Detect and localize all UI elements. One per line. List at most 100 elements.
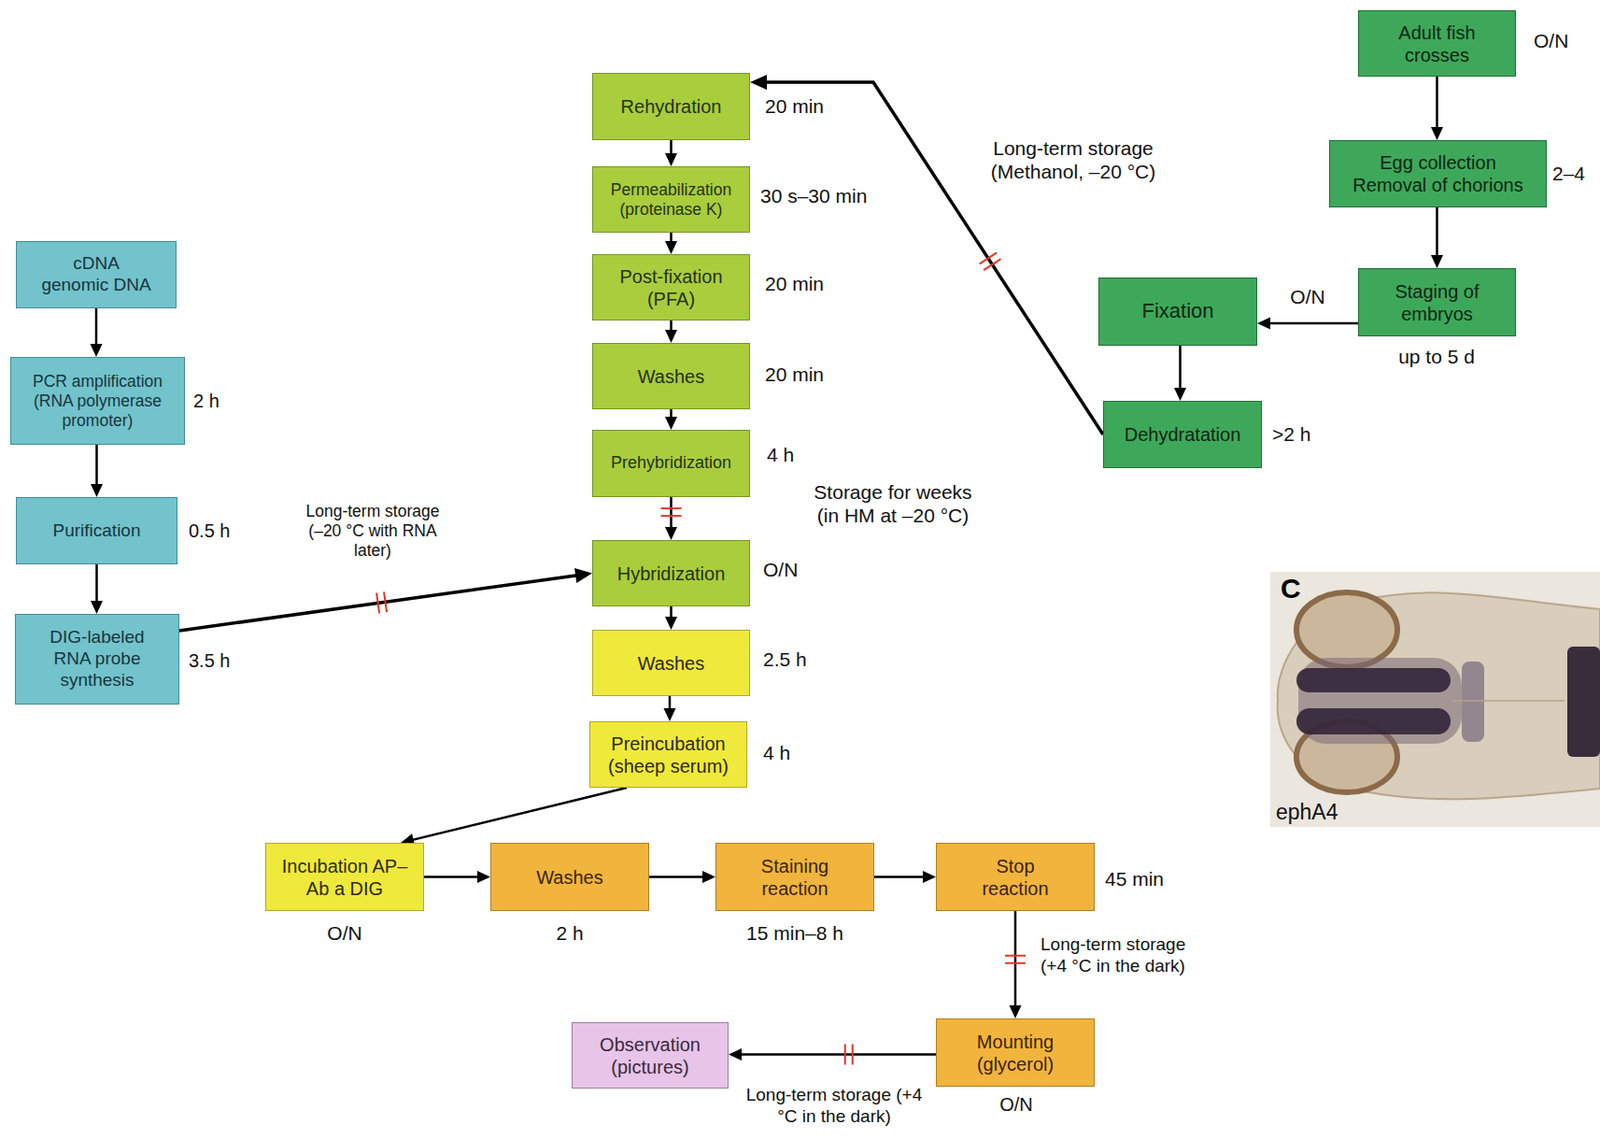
step-label: Dehydratation bbox=[1124, 423, 1242, 446]
flow-arrow bbox=[424, 870, 491, 883]
stain-stripe bbox=[1296, 707, 1451, 735]
step-box: Prehybridization bbox=[592, 429, 751, 497]
arrow-head bbox=[665, 240, 678, 255]
flow-arrow bbox=[664, 695, 677, 722]
flow-arrow bbox=[665, 232, 678, 255]
duration-label: O/N bbox=[326, 920, 362, 945]
stain-stripe bbox=[1296, 667, 1451, 693]
step-box: Incubation AP–Ab a DIG bbox=[265, 842, 425, 911]
step-box: Hybridization bbox=[592, 539, 751, 607]
step-box: cDNA genomic DNA bbox=[15, 240, 177, 309]
duration-label: O/N bbox=[1289, 284, 1325, 309]
arrow-line bbox=[1435, 76, 1439, 129]
step-label: Preincubation (sheep serum) bbox=[597, 732, 739, 778]
step-label: DIG-labeled RNA probe synthesis bbox=[36, 626, 158, 691]
arrow-head bbox=[90, 600, 103, 614]
duration-label: 3.5 h bbox=[188, 649, 230, 672]
flow-arrow bbox=[665, 140, 678, 167]
step-box: Washes bbox=[592, 342, 751, 410]
arrow-line bbox=[669, 496, 673, 529]
arrow-line bbox=[1178, 345, 1182, 390]
storage-break-mark bbox=[376, 593, 380, 614]
duration-label: 2–4 bbox=[1552, 161, 1586, 185]
duration-label: 4 h bbox=[763, 740, 791, 765]
storage-break-mark bbox=[851, 1044, 854, 1065]
step-label: Staining reaction bbox=[743, 854, 847, 900]
flow-arrow bbox=[90, 308, 103, 357]
arrow-head bbox=[1257, 317, 1271, 330]
step-box: Staging of embryos bbox=[1358, 268, 1516, 337]
step-label: Purification bbox=[53, 520, 142, 542]
step-box: Adult fish crosses bbox=[1358, 10, 1516, 77]
flow-arrow bbox=[1430, 76, 1444, 141]
duration-label: 0.5 h bbox=[188, 519, 230, 542]
step-box: Egg collection Removal of chorions bbox=[1329, 140, 1547, 208]
step-box: DIG-labeled RNA probe synthesis bbox=[14, 613, 180, 705]
stain-band bbox=[1461, 661, 1485, 742]
duration-label: 15 min–8 h bbox=[746, 920, 844, 945]
step-label: Stop reaction bbox=[968, 854, 1062, 900]
step-label: Fixation bbox=[1141, 298, 1214, 324]
arrow-head bbox=[664, 707, 677, 722]
duration-label: 30 s–30 min bbox=[760, 184, 867, 208]
duration-label: 2 h bbox=[193, 389, 220, 412]
step-label: Incubation AP–Ab a DIG bbox=[273, 854, 416, 900]
duration-label: 2 h bbox=[555, 920, 583, 945]
duration-label: 20 min bbox=[764, 271, 824, 296]
storage-break-mark bbox=[979, 252, 997, 264]
duration-label: O/N bbox=[1533, 28, 1569, 53]
arrow-head bbox=[665, 416, 678, 430]
arrow-line bbox=[764, 82, 1104, 435]
step-label: Washes bbox=[637, 651, 706, 675]
flow-arrow bbox=[1257, 317, 1359, 330]
arrow-head bbox=[922, 870, 936, 883]
flow-arrow bbox=[90, 444, 103, 497]
flow-arrow bbox=[1005, 910, 1026, 1019]
duration-label: 4 h bbox=[766, 442, 794, 467]
step-label: Adult fish crosses bbox=[1376, 21, 1499, 67]
duration-label: O/N bbox=[763, 557, 798, 581]
step-box: Mounting (glycerol) bbox=[935, 1018, 1095, 1087]
stain-band bbox=[1567, 646, 1600, 757]
arrow-head bbox=[90, 343, 103, 357]
flow-arrow bbox=[90, 564, 103, 614]
duration-label: up to 5 d bbox=[1398, 344, 1475, 369]
arrow-line bbox=[411, 787, 627, 840]
arrow-line bbox=[669, 140, 673, 156]
flow-arrow bbox=[1174, 345, 1187, 401]
arrow-line bbox=[95, 564, 99, 603]
duration-label: >2 h bbox=[1272, 422, 1311, 446]
arrow-head bbox=[665, 526, 678, 540]
arrow-line bbox=[95, 308, 99, 346]
step-box: Post-fixation (PFA) bbox=[592, 254, 751, 321]
duration-label: O/N bbox=[999, 1092, 1034, 1116]
step-box: Permeabilization (proteinase K) bbox=[592, 166, 751, 233]
storage-break-mark bbox=[844, 1044, 847, 1065]
step-box: Fixation bbox=[1098, 277, 1258, 346]
larva-head bbox=[1277, 592, 1600, 799]
panel-letter: C bbox=[1280, 571, 1302, 606]
arrow-head bbox=[665, 329, 678, 343]
arrow-head bbox=[1430, 254, 1444, 269]
step-box: PCR amplification (RNA polymerase promot… bbox=[10, 356, 185, 445]
step-label: Staging of embryos bbox=[1376, 280, 1499, 326]
arrow-line bbox=[1435, 207, 1439, 257]
flow-arrow bbox=[661, 496, 682, 540]
arrow-head bbox=[702, 870, 716, 883]
step-label: Rehydration bbox=[621, 95, 723, 118]
arrow-line bbox=[1014, 910, 1018, 1007]
step-label: Post-fixation (PFA) bbox=[600, 265, 742, 311]
arrow-line bbox=[424, 875, 480, 878]
flow-arrow bbox=[1430, 207, 1444, 269]
flow-arrow bbox=[179, 567, 593, 631]
flow-arrow bbox=[649, 870, 716, 883]
step-box: Stop reaction bbox=[935, 842, 1095, 911]
flow-arrow bbox=[750, 74, 1104, 435]
flow-arrow bbox=[665, 606, 678, 630]
arrow-head bbox=[574, 567, 593, 583]
flow-arrow bbox=[728, 1044, 936, 1065]
storage-note: Long-term storage (–20 °C with RNA later… bbox=[297, 501, 448, 561]
flow-arrow bbox=[665, 409, 678, 430]
step-box: Staining reaction bbox=[715, 842, 875, 911]
